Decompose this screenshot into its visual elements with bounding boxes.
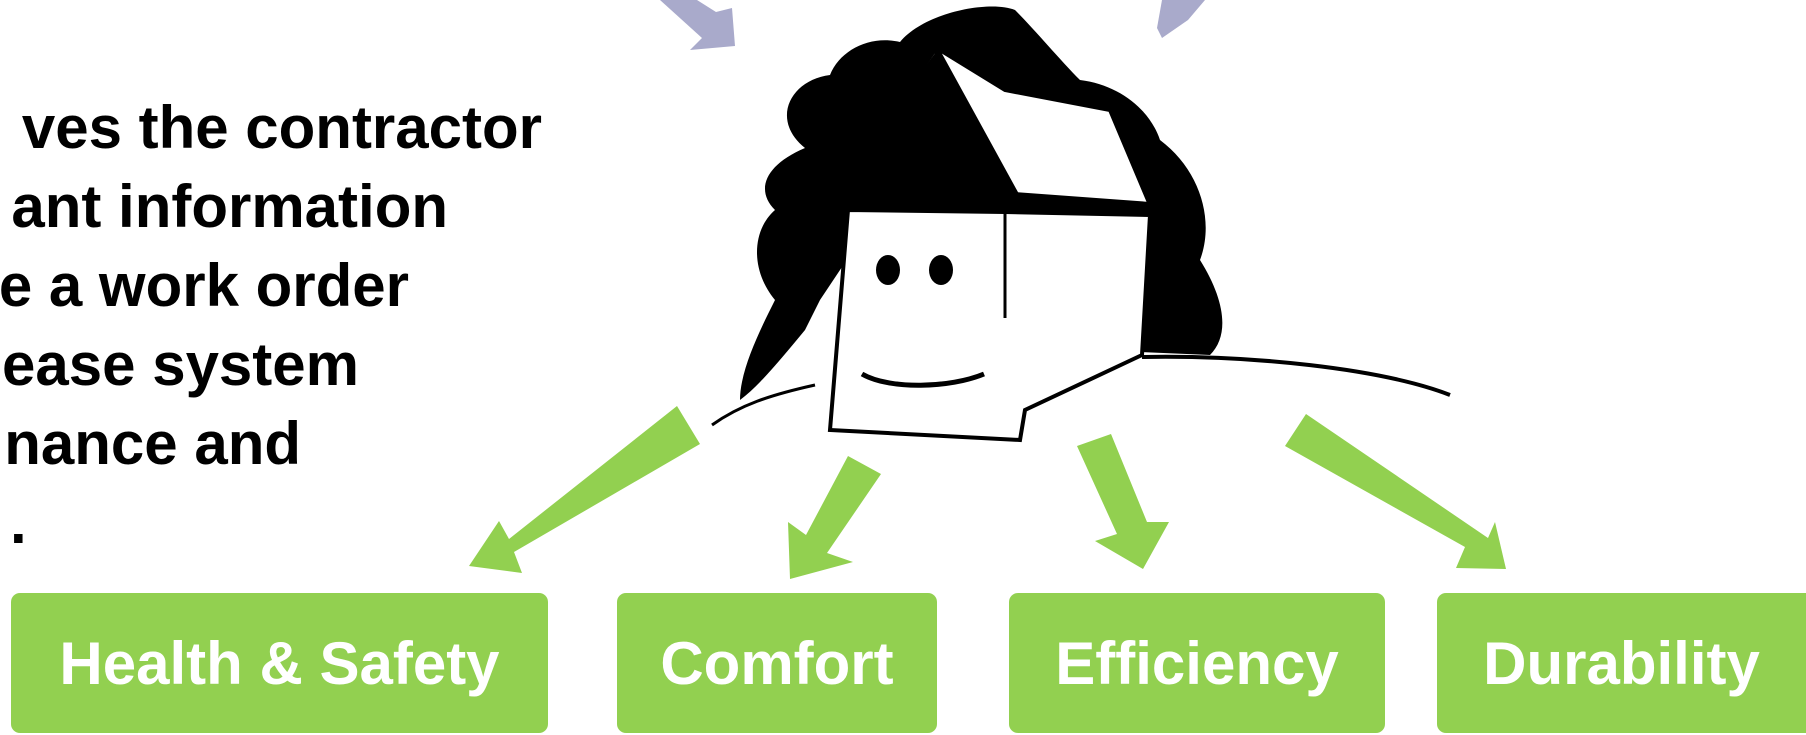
category-durability: Durability bbox=[1437, 593, 1806, 733]
category-comfort: Comfort bbox=[617, 593, 937, 733]
arrow-to-durability bbox=[1285, 414, 1506, 569]
category-health-safety: Health & Safety bbox=[11, 593, 548, 733]
incoming-arrow-right bbox=[1157, 0, 1205, 38]
house-character-icon bbox=[712, 7, 1450, 440]
category-efficiency: Efficiency bbox=[1009, 593, 1385, 733]
arrow-to-comfort bbox=[788, 456, 881, 579]
arrow-to-efficiency bbox=[1077, 434, 1169, 569]
arrow-to-health bbox=[469, 406, 700, 573]
incoming-arrow-left bbox=[660, 0, 735, 50]
